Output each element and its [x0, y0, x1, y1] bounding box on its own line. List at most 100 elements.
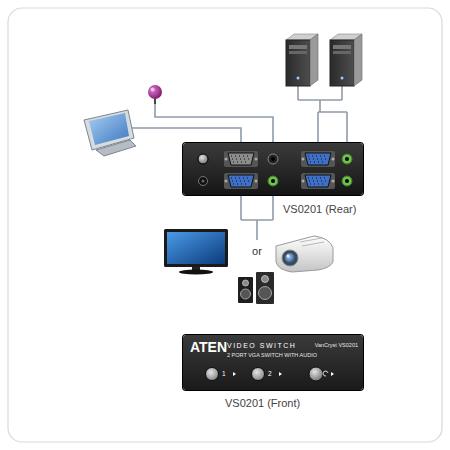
speakers — [238, 272, 274, 304]
vga-port — [231, 177, 251, 178]
vga-port — [255, 180, 258, 183]
computer-tower — [286, 34, 318, 86]
power-button — [198, 154, 208, 164]
audio-jack — [342, 176, 352, 186]
vga-port — [224, 173, 258, 189]
wire — [241, 195, 273, 240]
vga-port — [302, 158, 305, 161]
computer-tower — [310, 34, 318, 86]
speakers — [238, 277, 253, 303]
vga-port — [301, 173, 335, 189]
vga-port — [305, 153, 331, 165]
vga-port — [309, 180, 327, 181]
vga-port — [225, 158, 228, 161]
select-arrow — [331, 372, 334, 376]
button-face — [205, 367, 219, 381]
wire — [155, 103, 273, 143]
computer-tower — [286, 40, 310, 86]
audio-jack — [268, 154, 278, 164]
audio-jack — [345, 179, 349, 183]
button-face — [251, 367, 265, 381]
dc-jack — [199, 177, 208, 186]
vga-port — [225, 180, 228, 183]
computer-tower — [333, 51, 351, 54]
touch-monitor — [84, 110, 136, 156]
ir-receiver — [151, 88, 155, 92]
rear-panel: VS0201 (Rear) — [183, 143, 363, 195]
computer-tower — [330, 34, 362, 86]
wire — [298, 86, 347, 143]
vga-port — [228, 153, 254, 165]
vga-port — [332, 180, 335, 183]
vga-port — [301, 151, 335, 167]
speakers — [256, 272, 274, 304]
model-name: VanCryst VS0201 — [315, 342, 358, 348]
audio-jack — [268, 176, 278, 186]
computer-tower — [354, 34, 362, 86]
panel-caption: VS0201 (Front) — [225, 397, 300, 409]
projector — [285, 253, 295, 263]
select-button: 2 — [251, 366, 272, 382]
touch-monitor — [84, 110, 134, 150]
tv-display — [167, 232, 225, 264]
product-name: VIDEO SWITCH — [227, 342, 296, 350]
vga-port — [310, 161, 326, 162]
audio-jack — [342, 154, 352, 164]
projector — [276, 236, 333, 272]
tv-display — [179, 270, 213, 275]
select-button: 1 — [205, 366, 226, 382]
audio-jack — [271, 157, 275, 161]
button-label: 2 — [268, 370, 272, 377]
select-arrow — [279, 372, 282, 376]
ir-receiver — [148, 85, 162, 99]
vga-port — [255, 158, 258, 161]
vga-port — [305, 175, 331, 187]
touch-monitor — [89, 113, 129, 145]
or-label: or — [252, 245, 262, 257]
speakers — [241, 289, 251, 299]
computer-tower — [341, 77, 344, 80]
dc-jack — [199, 177, 208, 186]
auto-button — [309, 367, 328, 381]
vga-port — [228, 175, 254, 187]
computer-tower — [333, 45, 351, 49]
frame — [8, 8, 442, 442]
speakers — [259, 287, 272, 300]
front-panel: ATENVIDEO SWITCH 2 PORT VGA SWITCH WITH A… — [183, 335, 363, 390]
vga-port — [302, 180, 305, 183]
audio-jack — [268, 154, 352, 186]
product-description: 2 PORT VGA SWITCH WITH AUDIO — [227, 352, 317, 358]
audio-jack — [271, 179, 275, 183]
vga-port — [301, 173, 335, 189]
projector — [282, 250, 298, 266]
vga-port — [309, 158, 327, 159]
vga-port — [232, 180, 250, 181]
tv-display — [164, 229, 228, 275]
vga-port — [224, 173, 258, 189]
speakers — [262, 276, 269, 283]
projector — [300, 238, 324, 246]
vga-port — [232, 158, 250, 159]
auto-button — [323, 371, 328, 376]
vga-port — [233, 161, 249, 162]
computer-tower — [289, 45, 307, 49]
rear-ports — [183, 143, 363, 195]
select-arrow — [233, 372, 236, 376]
vga-port — [308, 177, 328, 178]
projector — [287, 255, 290, 258]
power-button — [198, 154, 208, 164]
projector — [276, 236, 333, 272]
panel-caption: VS0201 (Rear) — [283, 203, 356, 215]
button-label: 1 — [222, 370, 226, 377]
speakers — [243, 280, 249, 286]
brand-logo: ATEN — [190, 340, 227, 355]
vga-port — [224, 151, 258, 167]
vga-port — [233, 183, 249, 184]
tv-display — [164, 229, 228, 267]
wire — [132, 86, 347, 240]
computer-tower — [297, 77, 300, 80]
vga-port — [308, 155, 328, 156]
vga-port — [224, 151, 258, 167]
dc-jack — [202, 180, 205, 183]
